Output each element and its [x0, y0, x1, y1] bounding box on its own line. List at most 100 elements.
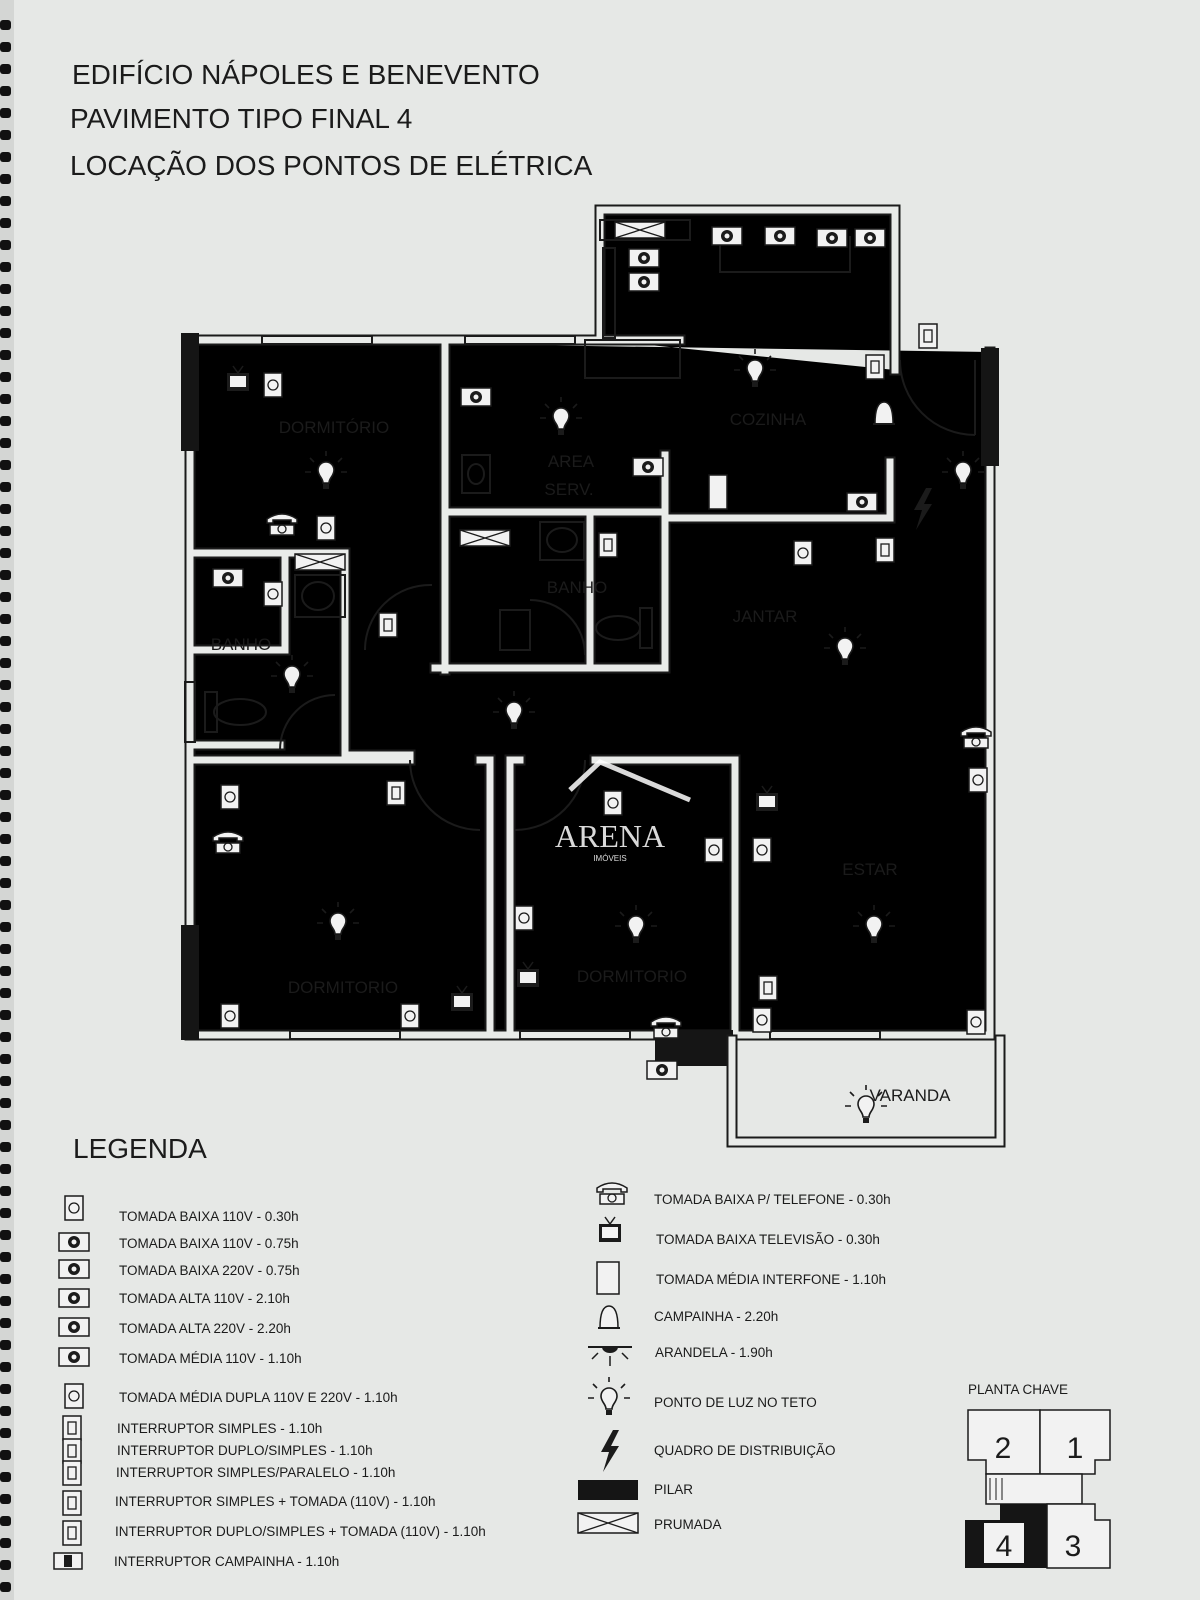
- room-label: JANTAR: [733, 607, 798, 626]
- binding-ring: [0, 1054, 11, 1064]
- binding-ring: [0, 1362, 11, 1372]
- binding-ring: [0, 636, 11, 646]
- binding-ring: [0, 350, 11, 360]
- binding-ring: [0, 1186, 11, 1196]
- binding-ring: [0, 526, 11, 536]
- legend-item: INTERRUPTOR DUPLO/SIMPLES + TOMADA (110V…: [115, 1524, 486, 1539]
- windows: [184, 247, 881, 1040]
- binding-ring: [0, 1296, 11, 1306]
- binding-ring: [0, 1252, 11, 1262]
- legend-item: CAMPAINHA - 2.20h: [654, 1309, 778, 1324]
- binding-ring: [0, 856, 11, 866]
- binding-ring: [0, 1164, 11, 1174]
- legend-item: ARANDELA - 1.90h: [655, 1345, 773, 1360]
- legend-title: LEGENDA: [73, 1133, 207, 1164]
- pillars: [181, 333, 999, 1066]
- room-label: BANHO: [211, 635, 271, 654]
- binding-ring: [0, 218, 11, 228]
- binding-ring: [0, 922, 11, 932]
- wall-lamp-icon: [588, 1346, 632, 1366]
- binding-ring: [0, 306, 11, 316]
- binding-ring: [0, 504, 11, 514]
- binding-ring: [0, 1274, 11, 1284]
- binding-ring: [0, 570, 11, 580]
- binding-ring: [0, 1406, 11, 1416]
- binding-ring: [0, 900, 11, 910]
- pillar-icon: [578, 1480, 638, 1500]
- binding-ring: [0, 64, 11, 74]
- binding-ring: [0, 768, 11, 778]
- legend-item: INTERRUPTOR SIMPLES + TOMADA (110V) - 1.…: [115, 1494, 435, 1509]
- legend-item: TOMADA BAIXA TELEVISÃO - 0.30h: [656, 1232, 880, 1247]
- binding-ring: [0, 878, 11, 888]
- legend-item: INTERRUPTOR SIMPLES - 1.10h: [117, 1421, 322, 1436]
- room-label: SERV.: [544, 480, 593, 499]
- legend-item: TOMADA ALTA 220V - 2.20h: [119, 1321, 291, 1336]
- key-plan-title: PLANTA CHAVE: [968, 1382, 1068, 1397]
- binding-ring: [0, 372, 11, 382]
- legend-item: INTERRUPTOR DUPLO/SIMPLES - 1.10h: [117, 1443, 373, 1458]
- outlet-high-220-icon: [58, 1317, 90, 1337]
- fixtures: [204, 454, 653, 733]
- binding-ring: [0, 284, 11, 294]
- sheet-title: EDIFÍCIO NÁPOLES E BENEVENTO PAVIMENTO T…: [70, 59, 593, 181]
- room-label: ESTAR: [842, 860, 897, 879]
- legend-item: TOMADA MÉDIA 110V - 1.10h: [119, 1351, 302, 1366]
- telephone-icon: [212, 831, 244, 854]
- varanda-outline: [726, 1034, 1006, 1148]
- binding-ring: [0, 1494, 11, 1504]
- binding-ring: [0, 1010, 11, 1020]
- legend-item: PILAR: [654, 1482, 693, 1497]
- switch-parallel-icon: [62, 1460, 82, 1486]
- room-label: COZINHA: [730, 410, 807, 429]
- telephone-icon: [596, 1182, 628, 1205]
- binding-ring: [0, 592, 11, 602]
- binding-ring: [0, 328, 11, 338]
- svg-text:ARENA: ARENA: [555, 818, 665, 854]
- binding-ring: [0, 394, 11, 404]
- binding-ring: [0, 614, 11, 624]
- binding-ring: [0, 944, 11, 954]
- key-plan-unit: 1: [1067, 1432, 1084, 1465]
- binding-ring: [0, 1384, 11, 1394]
- key-plan-unit: 3: [1065, 1530, 1082, 1563]
- binding-ring: [0, 20, 11, 30]
- binding-ring: [0, 1516, 11, 1526]
- room-labels: DORMITÓRIO BANHO AREA SERV. BANHO COZINH…: [211, 410, 951, 1105]
- binding-ring: [0, 1076, 11, 1086]
- spiral-binding: [0, 0, 14, 1600]
- legend-item: TOMADA ALTA 110V - 2.10h: [119, 1291, 290, 1306]
- binding-ring: [0, 86, 11, 96]
- legend-item: QUADRO DE DISTRIBUIÇÃO: [654, 1443, 836, 1458]
- title-floor: PAVIMENTO TIPO FINAL 4: [70, 103, 412, 134]
- binding-ring: [0, 1428, 11, 1438]
- legend-item: PRUMADA: [654, 1517, 722, 1532]
- switch-double-icon: [62, 1438, 82, 1464]
- watermark-logo: ARENA IMÓVEIS: [555, 759, 691, 863]
- outlet-double-icon: [64, 1383, 84, 1409]
- shaft-icon: [459, 529, 511, 547]
- legend-item: INTERRUPTOR SIMPLES/PARALELO - 1.10h: [116, 1465, 395, 1480]
- binding-ring: [0, 460, 11, 470]
- binding-ring: [0, 1098, 11, 1108]
- binding-ring: [0, 724, 11, 734]
- room-label: DORMITÓRIO: [279, 418, 390, 437]
- binding-ring: [0, 1208, 11, 1218]
- binding-ring: [0, 1450, 11, 1460]
- doors: [279, 359, 976, 831]
- binding-ring: [0, 1560, 11, 1570]
- telephone-icon: [266, 513, 298, 536]
- shaft-icon: [614, 221, 666, 239]
- counters: [599, 219, 851, 273]
- outlet-low-icon: [64, 1195, 84, 1221]
- binding-ring: [0, 548, 11, 558]
- legend-item: PONTO DE LUZ NO TETO: [654, 1395, 817, 1410]
- binding-ring: [0, 174, 11, 184]
- shaft-icon: [577, 1512, 639, 1534]
- room-label: VARANDA: [870, 1086, 952, 1105]
- binding-ring: [0, 988, 11, 998]
- shaft-icon: [294, 553, 346, 571]
- binding-ring: [0, 680, 11, 690]
- binding-ring: [0, 130, 11, 140]
